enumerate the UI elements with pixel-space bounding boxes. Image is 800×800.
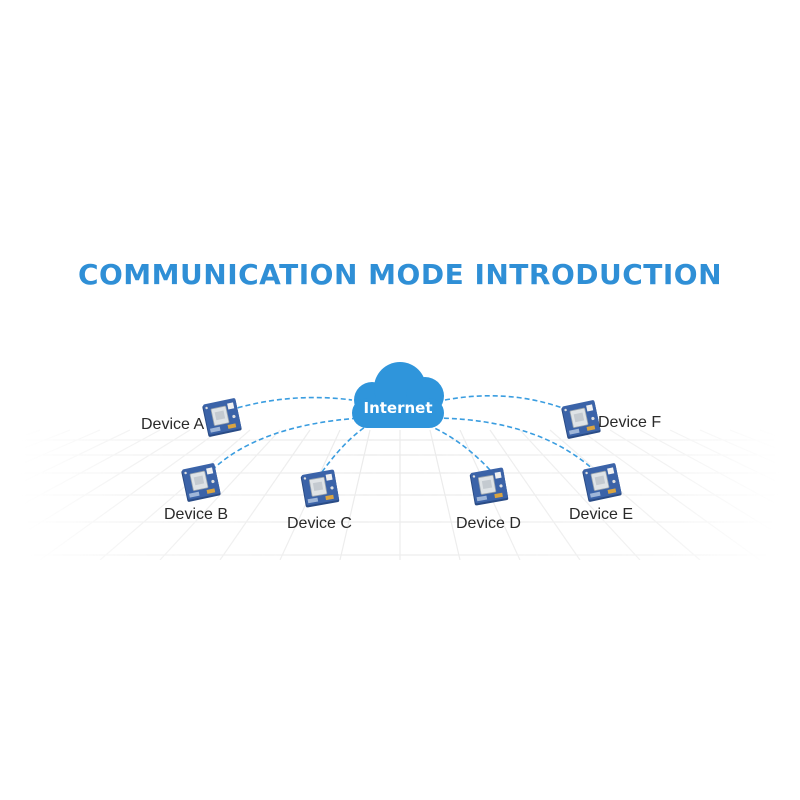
devices bbox=[181, 398, 622, 508]
circuit-board-icon bbox=[181, 463, 221, 502]
device-label-a: Device A bbox=[141, 416, 204, 433]
device-d bbox=[469, 467, 509, 506]
device-label-e: Device E bbox=[569, 506, 633, 523]
floor-grid bbox=[0, 429, 800, 561]
device-label-f: Device F bbox=[598, 414, 661, 431]
circuit-board-icon bbox=[202, 398, 242, 437]
link-to-device-a bbox=[229, 396, 353, 411]
grid-line bbox=[0, 429, 71, 459]
device-f bbox=[561, 400, 601, 439]
internet-cloud: Internet bbox=[352, 362, 444, 428]
link-to-device-e bbox=[437, 417, 597, 473]
circuit-board-icon bbox=[582, 463, 622, 502]
grid-line bbox=[729, 429, 800, 459]
grid-line bbox=[669, 429, 800, 494]
cloud-icon bbox=[352, 362, 444, 428]
device-label-d: Device D bbox=[456, 515, 521, 532]
page-title: COMMUNICATION MODE INTRODUCTION bbox=[77, 258, 723, 291]
link-to-device-b bbox=[211, 417, 361, 471]
device-a bbox=[202, 398, 242, 437]
device-label-c: Device C bbox=[287, 515, 352, 532]
connection-links bbox=[211, 394, 597, 473]
device-b bbox=[181, 463, 221, 502]
link-to-device-f bbox=[444, 394, 569, 411]
circuit-board-icon bbox=[469, 467, 509, 506]
grid-line bbox=[0, 429, 101, 474]
device-c bbox=[300, 469, 340, 508]
grid-line bbox=[0, 429, 131, 494]
cloud-label: Internet bbox=[363, 399, 432, 417]
circuit-board-icon bbox=[300, 469, 340, 508]
device-label-b: Device B bbox=[164, 506, 228, 523]
link-to-device-c bbox=[321, 424, 369, 473]
grid-line bbox=[699, 429, 800, 474]
circuit-board-icon bbox=[561, 400, 601, 439]
device-e bbox=[582, 463, 622, 502]
